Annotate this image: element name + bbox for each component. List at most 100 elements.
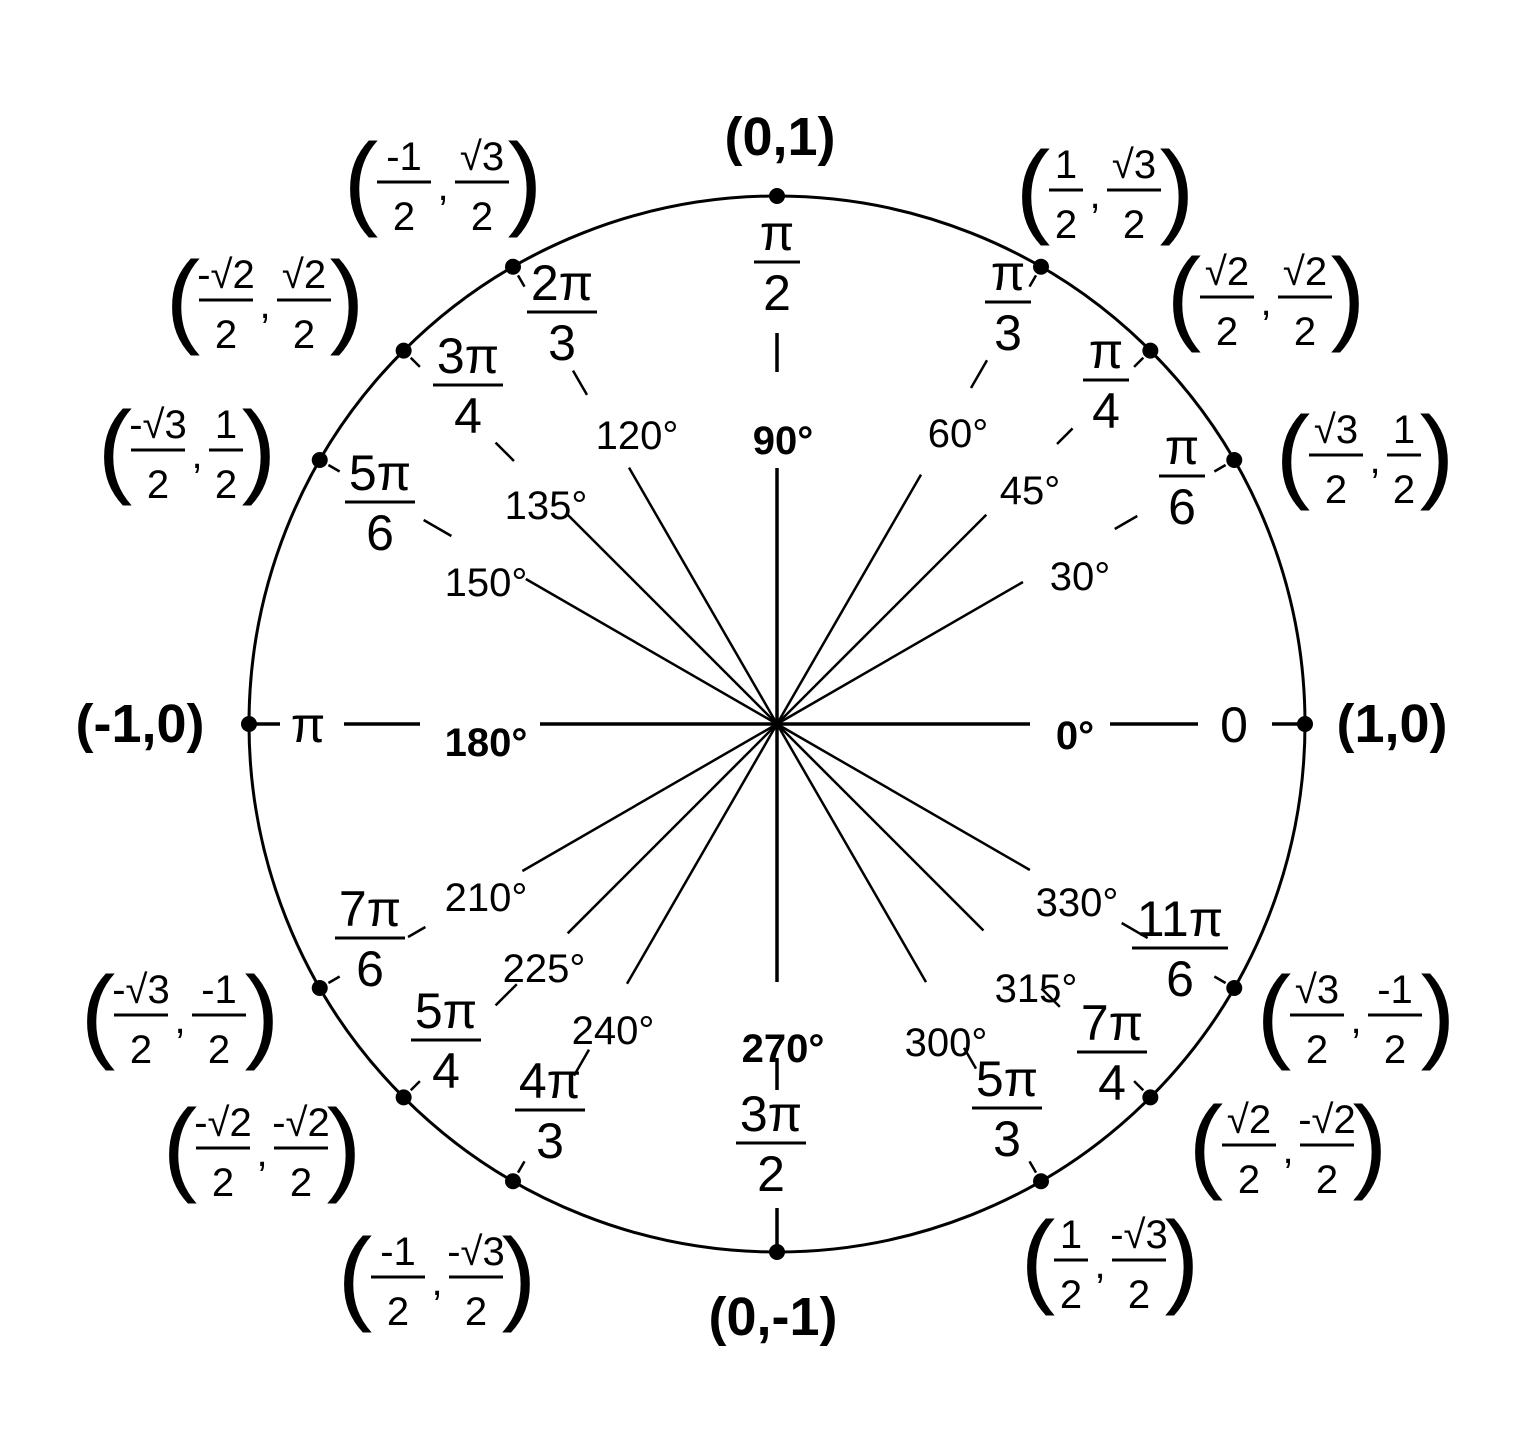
radian-label-240: 4π3: [515, 1053, 585, 1169]
radian-label-180: π: [291, 697, 326, 753]
coordinate-x-225-denominator: 2: [212, 1161, 234, 1205]
coordinate-x-225-numerator: -√2: [194, 1101, 252, 1145]
coordinate-close-paren-210: ): [245, 956, 280, 1072]
degree-label-0: 0°: [1056, 714, 1094, 758]
coordinate-x-150-numerator: -√3: [129, 403, 187, 447]
coordinate-open-paren-120: (: [344, 123, 379, 239]
radian-label-300-numerator: 5π: [976, 1051, 1038, 1107]
coordinate-y-45-numerator: √2: [1283, 250, 1327, 294]
coordinate-x-30-denominator: 2: [1325, 468, 1347, 512]
spoke-tick-210: [407, 925, 427, 939]
spoke-outer-tick-240: [516, 1160, 526, 1174]
radian-label-30: π6: [1159, 419, 1205, 535]
spoke-tick-135: [494, 441, 515, 462]
coordinate-label-300: (12,-√32): [1021, 1201, 1200, 1317]
radian-label-135: 3π4: [433, 328, 503, 444]
coordinate-label-315: (√22,-√22): [1189, 1086, 1388, 1202]
coordinate-close-paren-330: ): [1421, 956, 1456, 1072]
coordinate-open-paren-60: (: [1016, 131, 1051, 247]
degree-label-90: 90°: [753, 419, 814, 463]
spoke-tick-30: [1114, 514, 1138, 531]
point-dot-90: [769, 188, 785, 204]
coordinate-comma-300: ,: [1094, 1243, 1105, 1287]
coordinate-x-135-numerator: -√2: [197, 253, 255, 297]
coordinate-y-225-denominator: 2: [290, 1161, 312, 1205]
coordinate-x-60: 12: [1049, 143, 1083, 247]
spoke-135: [566, 513, 778, 725]
coordinate-x-330-denominator: 2: [1306, 1028, 1328, 1072]
spoke-tick-315: [1040, 987, 1061, 1008]
coordinate-y-30-denominator: 2: [1393, 468, 1415, 512]
spoke-outer-tick-300: [1028, 1160, 1038, 1174]
coordinate-comma-60: ,: [1089, 173, 1100, 217]
spoke-outer-tick-45: [1133, 356, 1145, 368]
point-dot-210: [311, 980, 328, 996]
coordinate-label-0: (1,0): [1336, 694, 1447, 754]
coordinate-x-135: -√22: [197, 253, 255, 357]
point-dot-330: [1226, 980, 1243, 996]
radian-label-315-denominator: 4: [1098, 1055, 1126, 1111]
spoke-330: [776, 722, 1031, 872]
coordinate-y-300-numerator: -√3: [1110, 1213, 1168, 1257]
radian-label-120-denominator: 3: [548, 315, 576, 371]
coordinate-close-paren-315: ): [1353, 1086, 1388, 1202]
coordinate-label-90: (0,1): [724, 107, 835, 167]
coordinate-x-240-denominator: 2: [387, 1290, 409, 1334]
coordinate-y-240: -√32: [447, 1230, 505, 1334]
coordinate-comma-240: ,: [431, 1260, 442, 1304]
spoke-tick-225: [494, 983, 518, 1007]
coordinate-x-30-numerator: √3: [1314, 408, 1358, 452]
coordinate-y-315: -√22: [1298, 1098, 1356, 1202]
coordinate-label-60: (12,√32): [1016, 131, 1195, 247]
coordinate-open-paren-240: (: [338, 1218, 373, 1334]
point-dot-135: [395, 342, 412, 359]
radian-label-210: 7π6: [335, 881, 405, 997]
coordinate-y-120-numerator: √3: [460, 135, 504, 179]
radian-label-270-numerator: 3π: [740, 1086, 802, 1142]
coordinate-y-30: 12: [1387, 408, 1421, 512]
spoke-315: [776, 723, 985, 932]
spoke-outer-tick-120: [516, 274, 526, 288]
coordinate-close-paren-225: ): [327, 1089, 362, 1205]
coordinate-x-210: -√32: [112, 968, 170, 1072]
coordinate-x-45: √22: [1200, 250, 1254, 354]
radian-label-60-numerator: π: [991, 245, 1026, 301]
coordinate-label-240: (-1 2,-√32): [338, 1218, 537, 1334]
coordinate-comma-30: ,: [1369, 438, 1380, 482]
radian-label-300: 5π3: [972, 1051, 1042, 1167]
coordinate-y-135-denominator: 2: [293, 313, 315, 357]
coordinate-label-135: (-√22,√22): [166, 241, 365, 357]
spoke-outer-tick-225: [409, 1080, 421, 1092]
coordinate-close-paren-240: ): [502, 1218, 537, 1334]
coordinate-y-330: -12: [1368, 968, 1422, 1072]
coordinate-x-330-numerator: √3: [1295, 968, 1339, 1012]
radian-label-210-numerator: 7π: [339, 881, 401, 937]
point-dot-180: [241, 716, 257, 732]
coordinate-y-330-numerator: -1: [1377, 968, 1413, 1012]
point-dot-120: [505, 258, 521, 275]
coordinate-comma-330: ,: [1350, 998, 1361, 1042]
spoke-tick-60: [969, 359, 989, 389]
spoke-30: [776, 580, 1024, 726]
coordinate-open-paren-45: (: [1167, 238, 1202, 354]
degree-label-120: 120°: [596, 414, 679, 458]
radian-label-150-numerator: 5π: [349, 445, 411, 501]
point-dot-240: [505, 1173, 521, 1190]
coordinate-x-240-numerator: -1: [380, 1230, 416, 1274]
spoke-tick-150: [423, 518, 452, 538]
points-layer: [241, 188, 1313, 1260]
radian-label-330-numerator: 11π: [1137, 891, 1223, 947]
coordinate-label-330: (√32,-12): [1257, 956, 1456, 1072]
coordinate-close-paren-60: ): [1160, 131, 1195, 247]
radian-label-30-numerator: π: [1165, 419, 1200, 475]
coordinate-y-240-denominator: 2: [465, 1290, 487, 1334]
coordinate-y-225-numerator: -√2: [272, 1101, 330, 1145]
coordinate-x-150-denominator: 2: [147, 463, 169, 507]
coordinate-comma-210: ,: [174, 998, 185, 1042]
labels-layer: 0°0(1,0)30°π6(√32,12)45°π4(√22,√22)60°π3…: [75, 107, 1455, 1347]
degree-label-225: 225°: [503, 947, 586, 991]
coordinate-y-315-denominator: 2: [1316, 1158, 1338, 1202]
radian-label-210-denominator: 6: [356, 941, 384, 997]
coordinate-comma-120: ,: [437, 165, 448, 209]
